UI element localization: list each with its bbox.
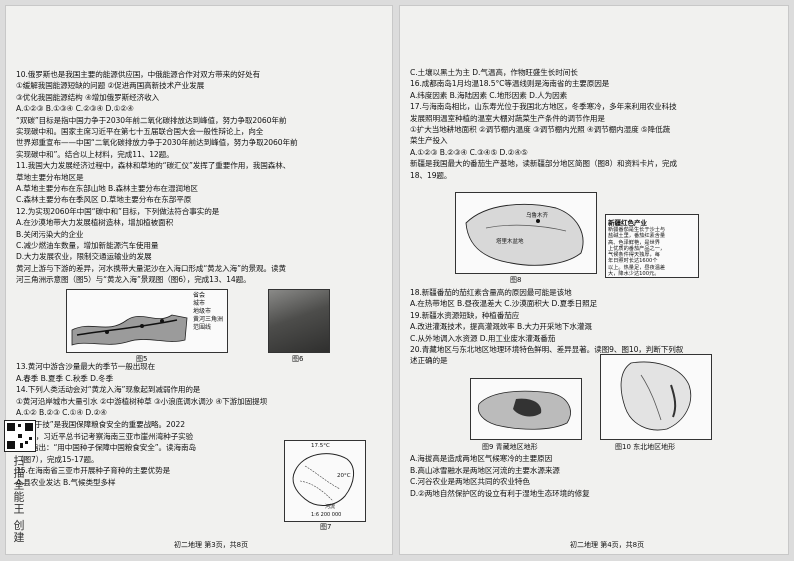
text-line: C.河谷农业是两地区共同的农业特色	[410, 477, 530, 487]
text-line: 15.在海南省三亚市开展种子育种的主要优势是	[16, 466, 171, 476]
text-line: 18.新疆番茄的茄红素含量高的原因最可能是该地	[410, 288, 572, 297]
legend-item: 黄河三角洲	[193, 316, 224, 323]
card-text-line: 新疆番茄是生长于沙土与	[608, 227, 666, 233]
text-line: 河三角洲示意图（图5）与“黄龙入海”景观图（图6），完成13、14题。	[16, 275, 251, 285]
legend-item: 范围线	[193, 324, 212, 331]
text-line: 年4月，习近平总书记考察海南三亚市崖州湾种子实验	[16, 431, 194, 441]
text-line: 17.与海南岛相比，山东寿光位于我国北方地区，冬季寒冷，多年来利用农业科技	[410, 102, 677, 112]
text-line: 新疆是我国最大的番茄生产基地，读新疆部分地区简图（图8）和资料卡片，完成	[410, 159, 678, 169]
text-line: 13.黄河中游含沙量最大的季节一般出现在	[16, 362, 156, 371]
text-line: ①扩大当地耕地面积 ②调节棚内温度 ③调节棚内光照 ④调节棚内湿度 ⑤降低蔬	[410, 125, 671, 134]
text-line: “藏粮于技”是我国保障粮食安全的重要战略。2022	[16, 420, 185, 429]
text-line: C.从外地调入水资源 D.用工业废水灌溉番茄	[410, 333, 556, 343]
text-line: A.在沙漠地带大力发展植树造林，增加植被面积	[16, 218, 174, 228]
text-line: ①黄河沿岸城市大量引水 ②中游植树种草 ③小浪底调水调沙 ④下游加固提坝	[16, 396, 268, 406]
figure-9-caption: 图9 青藏地区地形	[482, 443, 538, 451]
text-line: 12.为实现2060年中国“碳中和”目标，下列做法符合事实的是	[16, 206, 220, 216]
card-text-line: 年日照时长达1600个	[608, 258, 658, 265]
figure-10-caption: 图10 东北地区地形	[615, 443, 676, 451]
card-text-line: 盐碱土里，番茄红素含量	[608, 233, 666, 240]
text-line: C.土壤以黑土为主 D.气温高，作物旺盛生长时间长	[410, 68, 578, 77]
text-line: （图7），完成15-17题。	[16, 454, 99, 464]
figure-5-map: 省会 城市 地级市 黄河三角洲 范围线	[66, 289, 228, 353]
isotherm-label: 20°C	[337, 473, 351, 479]
legend-item: 地级市	[193, 308, 212, 315]
hainan-island-outline	[292, 453, 354, 506]
legend-item: 城市	[193, 300, 206, 307]
figure-8-caption: 图8	[510, 276, 522, 284]
card-title: 新疆红色产业	[608, 219, 647, 227]
text-line: 14.下列人类活动会对“黄龙入海”现象起到减弱作用的是	[16, 385, 201, 395]
text-line: C.森林主要分布在季风区 D.草地主要分布在东部平原	[16, 195, 192, 205]
isotherm-label: 17.5°C	[311, 443, 330, 449]
qinghai-tibet-terrain	[477, 390, 571, 430]
text-line: ③优化我国能源结构 ④增加俄罗斯经济收入	[16, 92, 160, 102]
text-line: A.春季 B.夏季 C.秋季 D.冬季	[16, 373, 114, 383]
text-line: C.减少燃油车数量，增加新能源汽车使用量	[16, 241, 159, 250]
text-line: A.在热带地区 B.昼夜温差大 C.沙漠面积大 D.夏季日照足	[410, 299, 598, 309]
text-line: 16.成都南岛1月均温18.5°C等温线则是海南省的主要原因是	[410, 79, 610, 89]
yellow-river-delta-map	[71, 314, 188, 346]
text-line: A.①②③ B.①③④ C.②③④ D.①②④	[16, 104, 134, 114]
text-line: 实现碳中和。国家主席习近平在第七十五届联合国大会一般性辩论上，向全	[16, 127, 264, 136]
text-line: 黄河上游与下游的差异，河水携带大量泥沙在入海口形成“黄龙入海”的景观。读黄	[16, 263, 286, 273]
text-line: A.①②③ B.②③④ C.③④⑤ D.②④⑤	[410, 147, 528, 157]
text-line: 10.俄罗斯也是我国主要的能源供应国，中俄能源合作对双方带来的好处有	[16, 70, 261, 79]
figure-6-caption: 图6	[292, 355, 304, 363]
card-text-line: 大，降水少达100元。	[608, 271, 660, 278]
figure-8-xinjiang-map: 乌鲁木齐 塔里木盆地	[455, 192, 597, 274]
text-line: B.关闭污染大的企业	[16, 229, 84, 239]
scanner-watermark: 扫描全能王 创建	[12, 455, 25, 544]
card-text: 新疆番茄是生长于沙土与盐碱土里，番茄红素含量高、色泽鲜艳，是世界上优质的番茄产品…	[608, 227, 696, 277]
figure-6-photo	[268, 289, 330, 353]
map-scale: 1:6 200 000	[311, 512, 342, 518]
card-text-line: 高、色泽鲜艳，是世界	[608, 239, 660, 246]
map-label: 乌鲁木齐	[526, 213, 549, 219]
text-line: A.纬度因素 B.海陆因素 C.地形因素 D.人为因素	[410, 90, 568, 100]
text-line: 20.青藏地区与东北地区地理环境特色鲜明、差异显著。读图9、图10，判断下列叙	[410, 345, 684, 354]
map-label: 塔里木盆地	[496, 239, 524, 245]
northeast-china-terrain	[620, 361, 692, 431]
card-text-line: 气候条件得天独厚，每	[608, 252, 660, 259]
text-line: 菜生产投入	[410, 136, 448, 146]
text-line: A.县农业发达 B.气候类型多样	[16, 478, 116, 487]
page3-footer: 初二地理 第3页，共8页	[174, 541, 249, 549]
text-line: B.高山冰雪融水是两地区河流的主要水源来源	[410, 465, 560, 475]
text-line: A.海拔高是造成两地区气候寒冷的主要原因	[410, 454, 553, 463]
text-line: ①缓解我国能源短缺的问题 ②促进两国高新技术产业发展	[16, 81, 205, 91]
card-text-line: 以上。热量足，昼夜温差	[608, 264, 666, 271]
exam-page-4: C.土壤以黑土为主 D.气温高，作物旺盛生长时间长 16.成都南岛1月均温18.5…	[400, 6, 788, 554]
text-line: “双碳”目标是指中国力争于2030年前二氧化碳排放达到峰值，努力争取2060年前	[16, 115, 287, 125]
text-line: A.改进灌溉技术，提高灌溉效率 B.大力开采地下水灌溉	[410, 322, 592, 332]
text-line: 草地主要分布地区是	[16, 172, 84, 182]
text-line: A.草地主要分布在东部山地 B.森林主要分布在湿润地区	[16, 184, 198, 193]
text-line: 室时指出：“用中国种子保障中国粮食安全”。读海南岛	[16, 443, 197, 453]
figure-9-tibet-map	[470, 378, 582, 440]
text-line: 述正确的是	[410, 356, 448, 366]
tomato-info-card: 新疆红色产业 新疆番茄是生长于沙土与盐碱土里，番茄红素含量高、色泽鲜艳，是世界上…	[605, 214, 699, 278]
page4-footer: 初二地理 第4页，共8页	[570, 541, 645, 549]
card-text-line: 上优质的番茄产品之一，	[608, 245, 666, 252]
figure-7-hainan-map: 17.5°C 20°C 河流 1:6 200 000	[284, 440, 366, 522]
qr-code-icon	[4, 420, 36, 452]
text-line: D.大力发展农业，限制交通运输业的发展	[16, 252, 152, 262]
figure-7-caption: 图7	[320, 523, 332, 531]
legend-item: 省会	[193, 292, 206, 299]
text-line: A.①② B.②③ C.①④ D.②④	[16, 408, 107, 418]
text-line: 18、19题。	[410, 170, 452, 180]
figure-5-caption: 图5	[136, 355, 148, 363]
text-line: 世界郑重宣布——中国“二氧化碳排放力争于2030年前达到峰值，努力争取2060年…	[16, 138, 298, 148]
text-line: D.②两地自然保护区的设立有利于湿地生态环境的修复	[410, 488, 590, 498]
text-line: 发展照明温室种植的温室大棚对蔬菜生产条件的调节作用是	[410, 113, 605, 123]
xinjiang-outline	[465, 203, 584, 266]
exam-page-3: 10.俄罗斯也是我国主要的能源供应国，中俄能源合作对双方带来的好处有 ①缓解我国能…	[6, 6, 392, 554]
text-line: 实现碳中和”。结合以上材料，完成11、12题。	[16, 149, 174, 159]
figure-5-legend: 省会 城市 地级市 黄河三角洲 范围线	[193, 292, 223, 332]
text-line: 19.新疆水资源短缺，种植番茄应	[410, 310, 520, 320]
text-line: 11.我国大力发展经济过程中，森林和草地的“碳汇仪”发挥了重要作用，我国森林、	[16, 161, 291, 171]
legend-river: 河流	[325, 504, 336, 510]
figure-10-northeast-map	[600, 354, 712, 440]
